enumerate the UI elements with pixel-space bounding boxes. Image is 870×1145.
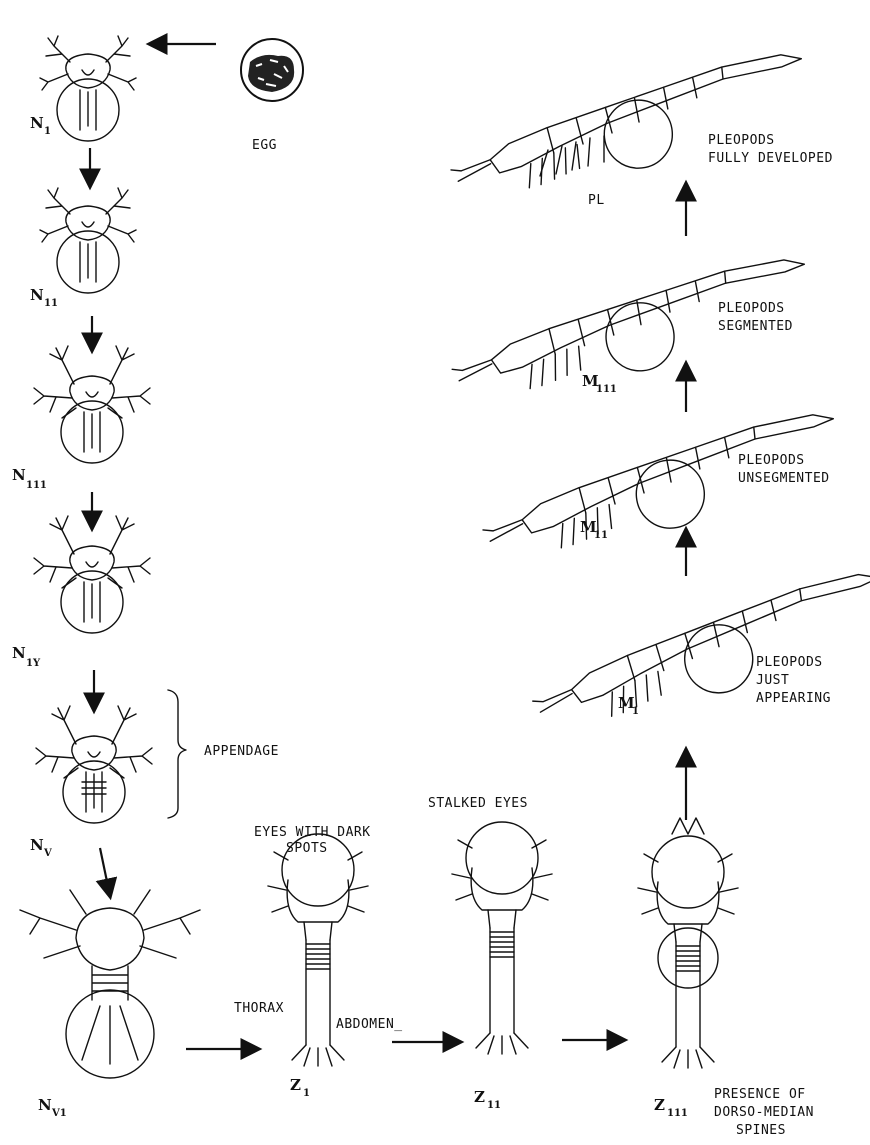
mysis-m3: M 111 PLEOPODS SEGMENTED (445, 258, 813, 395)
mysis-m1: M 1 PLEOPODS JUST APPEARING (522, 572, 870, 727)
n5-sub: V (43, 848, 52, 859)
pl-note-line2: FULLY DEVELOPED (708, 151, 833, 166)
nauplius-n6: N V1 (20, 890, 200, 1119)
z3-sub: 111 (667, 1108, 688, 1119)
z3-label: Z (654, 1096, 665, 1114)
m2-note-line2: UNSEGMENTED (738, 471, 830, 486)
appendage-label: APPENDAGE (204, 744, 279, 759)
z1-label: Z (290, 1076, 301, 1094)
m3-note-line1: PLEOPODS (718, 301, 785, 316)
n3-sub: 111 (26, 480, 47, 491)
appendage-bracket (168, 690, 186, 818)
n1-sub: 1 (44, 126, 51, 137)
m3-note-line2: SEGMENTED (718, 319, 793, 334)
n6-label: N (38, 1096, 52, 1114)
z2-label: Z (474, 1088, 485, 1106)
n1-label: N (30, 114, 44, 132)
zoea-z2: STALKED EYES Z 11 (428, 796, 552, 1111)
nauplius-n2: N 11 (30, 188, 136, 309)
n4-label: N (12, 644, 26, 662)
m3-sub: 111 (596, 384, 617, 395)
mysis-m2: M 11 PLEOPODS UNSEGMENTED (475, 413, 844, 556)
egg-yolk (248, 55, 294, 92)
z3-note-line1: PRESENCE OF (714, 1087, 806, 1102)
nauplius-n5: N V (30, 706, 152, 859)
nauplius-n4: N 1Y (12, 516, 150, 669)
z1-note-line2: SPOTS (286, 841, 328, 856)
n6-sub: V1 (51, 1108, 67, 1119)
z3-note-line2: DORSO-MEDIAN (714, 1105, 814, 1120)
arrow-n5-n6 (100, 848, 110, 896)
z2-note: STALKED EYES (428, 796, 528, 811)
egg-label: EGG (252, 138, 277, 153)
n3-label: N (12, 466, 26, 484)
m2-sub: 11 (594, 530, 608, 541)
n2-label: N (30, 286, 44, 304)
abdomen-label: ABDOMEN_ (336, 1017, 403, 1032)
zoea-z3: Z 111 PRESENCE OF DORSO-MEDIAN SPINES (638, 818, 814, 1138)
pl-label: PL (588, 193, 605, 208)
nauplius-n3: N 111 (12, 346, 150, 491)
thorax-label: THORAX (234, 1001, 284, 1016)
n5-label: N (30, 836, 44, 854)
z1-note-line1: EYES WITH DARK (254, 825, 371, 840)
postlarva-pl: PL PLEOPODS FULLY DEVELOPED (443, 53, 833, 208)
n2-sub: 11 (44, 298, 58, 309)
m1-sub: 1 (632, 706, 639, 717)
nauplius-n1: N 1 (30, 36, 136, 141)
m2-note-line1: PLEOPODS (738, 453, 805, 468)
egg-stage: EGG (241, 39, 303, 153)
pl-note-line1: PLEOPODS (708, 133, 775, 148)
m1-note-line2: JUST (756, 673, 789, 688)
z3-note-line3: SPINES (736, 1123, 786, 1138)
m1-note-line3: APPEARING (756, 691, 831, 706)
n4-sub: 1Y (26, 658, 41, 669)
z2-sub: 11 (487, 1100, 501, 1111)
m1-note-line1: PLEOPODS (756, 655, 823, 670)
z1-sub: 1 (303, 1088, 310, 1099)
zoea-z1: EYES WITH DARK SPOTS THORAX Z 1 (234, 825, 371, 1099)
